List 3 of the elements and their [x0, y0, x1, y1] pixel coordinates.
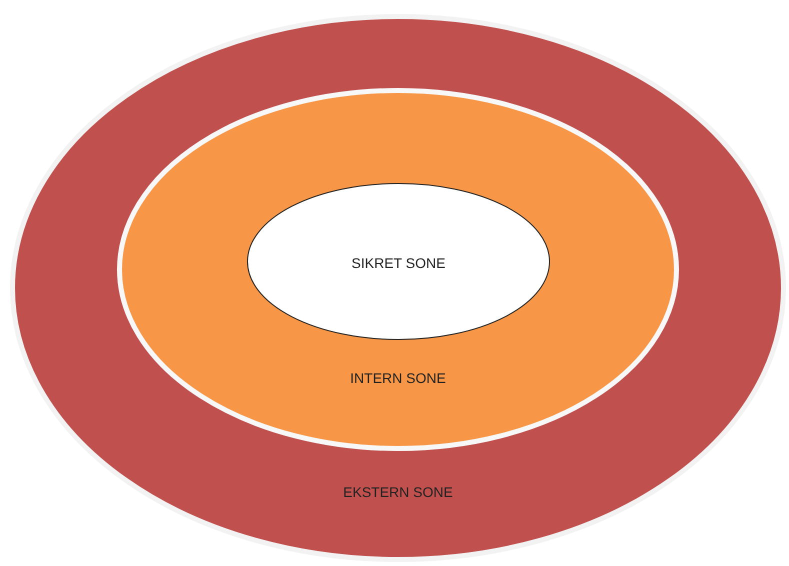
zone-label: EKSTERN SONE — [343, 484, 453, 500]
zone-label: INTERN SONE — [350, 370, 446, 386]
zone-label: SIKRET SONE — [352, 255, 446, 271]
